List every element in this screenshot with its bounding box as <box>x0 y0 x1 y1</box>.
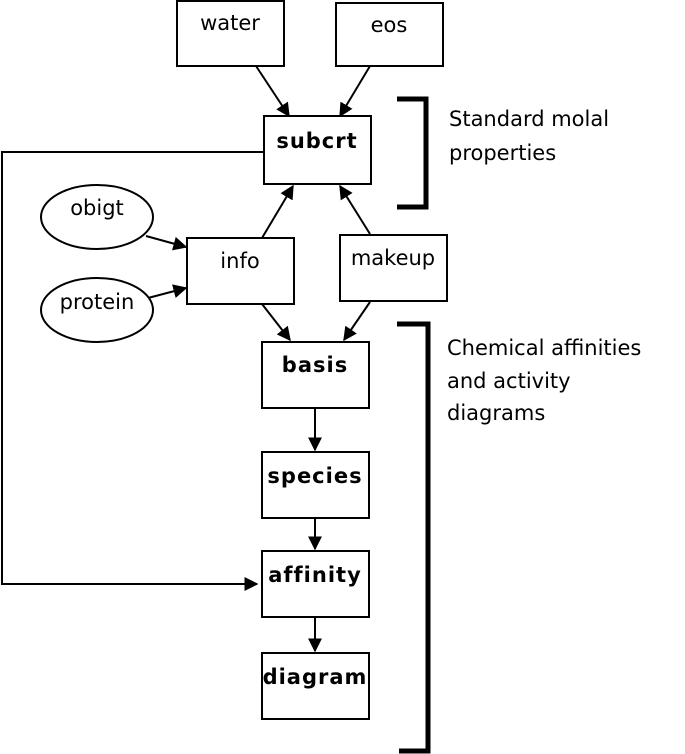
annotation-chemical-line2: and activity <box>447 369 571 393</box>
edge-eos-subcrt <box>339 65 371 118</box>
edge-obigt-info <box>145 235 188 251</box>
node-obigt: obigt <box>40 184 154 250</box>
node-makeup-label: makeup <box>351 246 435 270</box>
node-water: water <box>176 0 285 67</box>
node-affinity-label: affinity <box>268 563 362 587</box>
node-makeup: makeup <box>339 234 448 302</box>
edge-subcrt-affinity <box>1 151 263 591</box>
node-eos: eos <box>335 2 444 67</box>
node-info-label: info <box>220 249 259 273</box>
edge-makeup-subcrt <box>339 184 371 235</box>
annotation-chemical-line3: diagrams <box>447 401 545 425</box>
node-obigt-label: obigt <box>70 196 124 220</box>
node-water-label: water <box>200 11 260 35</box>
edge-info-subcrt <box>261 184 294 239</box>
bracket-standard <box>397 96 429 210</box>
node-info: info <box>186 237 295 305</box>
annotation-chemical-line1: Chemical affinities <box>447 336 641 360</box>
annotation-standard: Standard molal properties <box>449 107 609 165</box>
edge-info-basis <box>261 303 291 342</box>
edges <box>1 65 371 653</box>
annotation-chemical: Chemical affinities and activity diagram… <box>447 336 641 425</box>
node-diagram-label: diagram <box>263 665 368 689</box>
annotation-standard-line2: properties <box>449 141 556 165</box>
node-species-label: species <box>267 464 362 488</box>
node-species: species <box>261 451 370 519</box>
edge-water-subcrt <box>255 65 290 118</box>
node-diagram: diagram <box>261 652 370 720</box>
bracket-chemical <box>397 321 431 754</box>
node-basis-label: basis <box>282 353 348 377</box>
brackets <box>397 96 431 754</box>
annotation-standard-line1: Standard molal <box>449 107 609 131</box>
edge-protein-info <box>147 284 188 299</box>
edge-makeup-basis <box>343 301 371 342</box>
node-subcrt: subcrt <box>263 115 372 185</box>
node-eos-label: eos <box>371 13 408 37</box>
node-basis: basis <box>261 341 370 409</box>
node-affinity: affinity <box>261 550 370 618</box>
node-protein-label: protein <box>60 290 135 314</box>
node-subcrt-label: subcrt <box>276 129 357 153</box>
node-protein: protein <box>40 277 154 343</box>
